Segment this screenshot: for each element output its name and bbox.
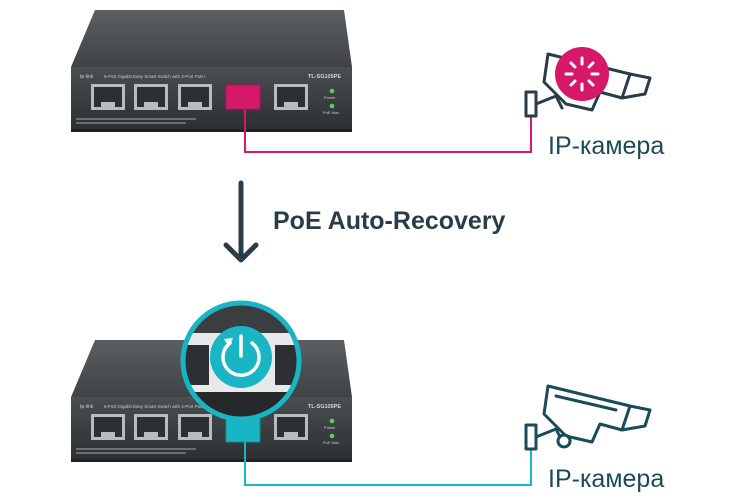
switch-base-edge bbox=[71, 459, 352, 462]
ethernet-port bbox=[91, 84, 125, 110]
camera-label-bottom: IP-камера bbox=[548, 465, 665, 493]
poe-max-led-label: PoE Max bbox=[323, 110, 339, 115]
ethernet-port bbox=[178, 84, 212, 110]
ip-camera-online bbox=[524, 384, 652, 451]
active-poe-port bbox=[225, 84, 261, 110]
camera-icon bbox=[542, 384, 632, 444]
poe-max-led bbox=[329, 433, 335, 439]
switch-model-label: TL-SG105PE bbox=[308, 404, 341, 410]
ethernet-port bbox=[134, 84, 168, 110]
ethernet-port bbox=[178, 414, 212, 440]
poe-cable-teal bbox=[244, 442, 532, 486]
switch-top-surface bbox=[71, 10, 352, 67]
ethernet-port bbox=[274, 414, 308, 440]
zoom-magnifier bbox=[180, 300, 302, 422]
power-led-label: Power bbox=[324, 425, 336, 430]
switch-description-label: 5-Port Gigabit Easy Smart Switch with 4-… bbox=[104, 404, 206, 409]
ethernet-port bbox=[134, 414, 168, 440]
power-led bbox=[329, 418, 335, 424]
down-arrow-icon bbox=[223, 180, 259, 263]
poe-max-led-label: PoE Max bbox=[323, 440, 339, 445]
poe-cable-magenta bbox=[244, 109, 532, 153]
ethernet-port bbox=[274, 84, 308, 110]
switch-brand-label: tp-link bbox=[80, 74, 94, 80]
power-led bbox=[329, 88, 335, 94]
switch-description-label: 5-Port Gigabit Easy Smart Switch with 4-… bbox=[104, 74, 206, 79]
switch-base-edge bbox=[71, 129, 352, 132]
poe-auto-recovery-title: PoE Auto-Recovery bbox=[273, 207, 506, 235]
loading-spinner-icon bbox=[555, 47, 609, 101]
active-poe-port bbox=[225, 417, 261, 443]
switch-model-label: TL-SG105PE bbox=[308, 74, 341, 80]
switch-brand-label: tp-link bbox=[80, 404, 94, 410]
poe-max-led bbox=[329, 103, 335, 109]
ethernet-port bbox=[91, 414, 125, 440]
top-poe-switch: tp-link 5-Port Gigabit Easy Smart Switch… bbox=[71, 10, 352, 132]
camera-label-top: IP-камера bbox=[548, 132, 665, 160]
power-led-label: Power bbox=[324, 95, 336, 100]
ip-camera-offline bbox=[524, 47, 652, 118]
